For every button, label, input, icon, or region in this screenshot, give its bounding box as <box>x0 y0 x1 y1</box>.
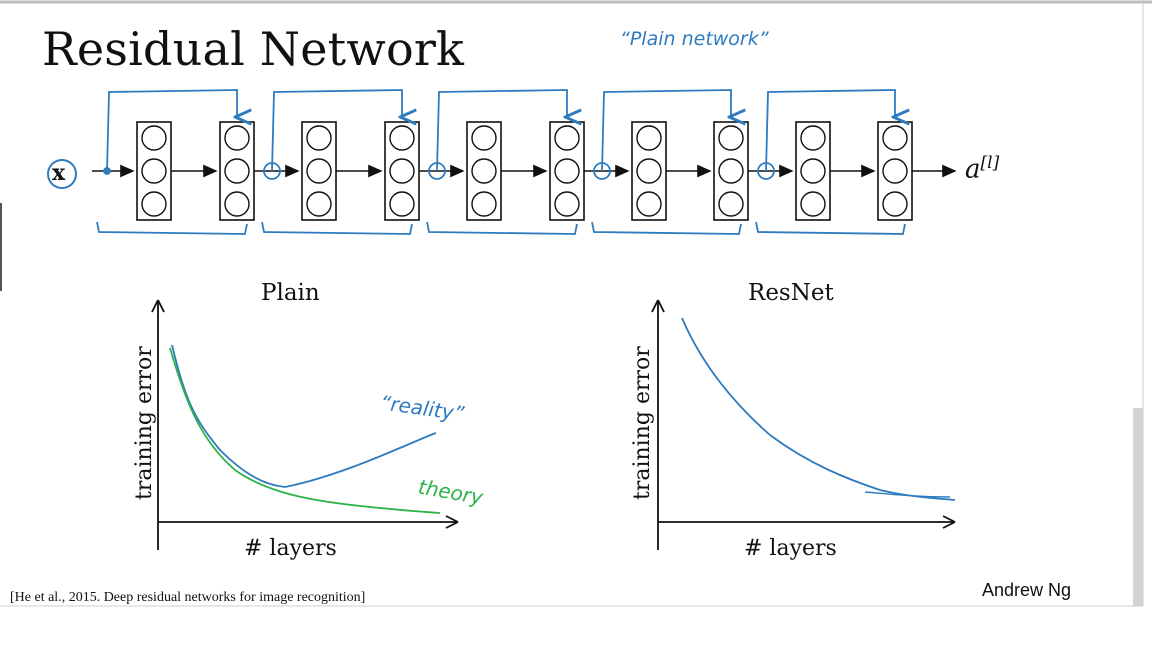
skip-start-dot <box>593 162 611 180</box>
resnet-chart-title: ResNet <box>748 280 834 306</box>
neuron-node <box>800 158 826 184</box>
neuron-node <box>554 158 580 184</box>
plain-theory-curve <box>169 347 441 514</box>
neuron-node <box>389 158 415 184</box>
neuron-node <box>554 191 580 217</box>
skip-connection <box>601 89 731 172</box>
skip-start-dot <box>428 162 446 180</box>
neuron-node <box>306 125 332 151</box>
neuron-node <box>306 158 332 184</box>
plain-chart-axes <box>151 299 459 550</box>
layer-block <box>795 121 831 221</box>
neuron-node <box>224 191 250 217</box>
layer-block <box>631 121 667 221</box>
layer-block <box>219 121 255 221</box>
neuron-node <box>224 125 250 151</box>
input-label: x <box>52 160 66 186</box>
resnet-chart-axes <box>651 299 956 550</box>
neuron-node <box>224 158 250 184</box>
neuron-node <box>389 125 415 151</box>
left-edge-marker <box>0 203 2 291</box>
layer-block <box>301 121 337 221</box>
layer-block <box>466 121 502 221</box>
skip-connection <box>436 89 567 172</box>
plain-chart-title: Plain <box>261 280 320 306</box>
residual-block-bracket <box>426 221 578 235</box>
neuron-node <box>141 158 167 184</box>
residual-block-bracket <box>261 221 413 235</box>
neuron-node <box>471 158 497 184</box>
neuron-node <box>471 125 497 151</box>
layer-block <box>713 121 749 221</box>
layer-block <box>384 121 420 221</box>
skip-start-dot <box>103 167 111 175</box>
neuron-node <box>471 191 497 217</box>
neuron-node <box>882 191 908 217</box>
slide-title: Residual Network <box>42 22 465 76</box>
residual-block-bracket <box>755 221 906 235</box>
residual-block-bracket <box>591 221 742 235</box>
neuron-node <box>141 191 167 217</box>
skip-connection <box>765 89 895 172</box>
residual-block-bracket <box>96 221 248 235</box>
neuron-node <box>882 158 908 184</box>
plain-chart-xlabel: # layers <box>244 536 337 561</box>
layer-block <box>877 121 913 221</box>
neuron-node <box>636 125 662 151</box>
neuron-node <box>389 191 415 217</box>
output-label: a[l] <box>965 153 1000 185</box>
scrollbar-track[interactable] <box>1133 408 1143 606</box>
neuron-node <box>141 125 167 151</box>
resnet-chart-xlabel: # layers <box>744 536 837 561</box>
plain-network-annotation: “Plain network” <box>620 28 769 50</box>
plain-chart-ylabel: training error <box>132 346 157 500</box>
neuron-node <box>718 191 744 217</box>
citation: [He et al., 2015. Deep residual networks… <box>10 590 366 605</box>
plain-reality-curve <box>171 344 437 488</box>
skip-connection <box>271 89 402 172</box>
neuron-node <box>306 191 332 217</box>
skip-connection <box>106 89 237 172</box>
resnet-error-curve <box>681 317 956 501</box>
neuron-node <box>718 125 744 151</box>
layer-block <box>549 121 585 221</box>
neuron-node <box>718 158 744 184</box>
skip-start-dot <box>757 162 775 180</box>
resnet-error-curve-overlap <box>864 491 951 498</box>
resnet-chart-ylabel: training error <box>630 346 655 500</box>
layer-block <box>136 121 172 221</box>
neuron-node <box>554 125 580 151</box>
author-name: Andrew Ng <box>982 580 1072 600</box>
neuron-node <box>800 191 826 217</box>
input-node-circle <box>47 159 77 189</box>
neuron-node <box>882 125 908 151</box>
neuron-node <box>800 125 826 151</box>
neuron-node <box>636 191 662 217</box>
neuron-node <box>636 158 662 184</box>
skip-start-dot <box>263 162 281 180</box>
